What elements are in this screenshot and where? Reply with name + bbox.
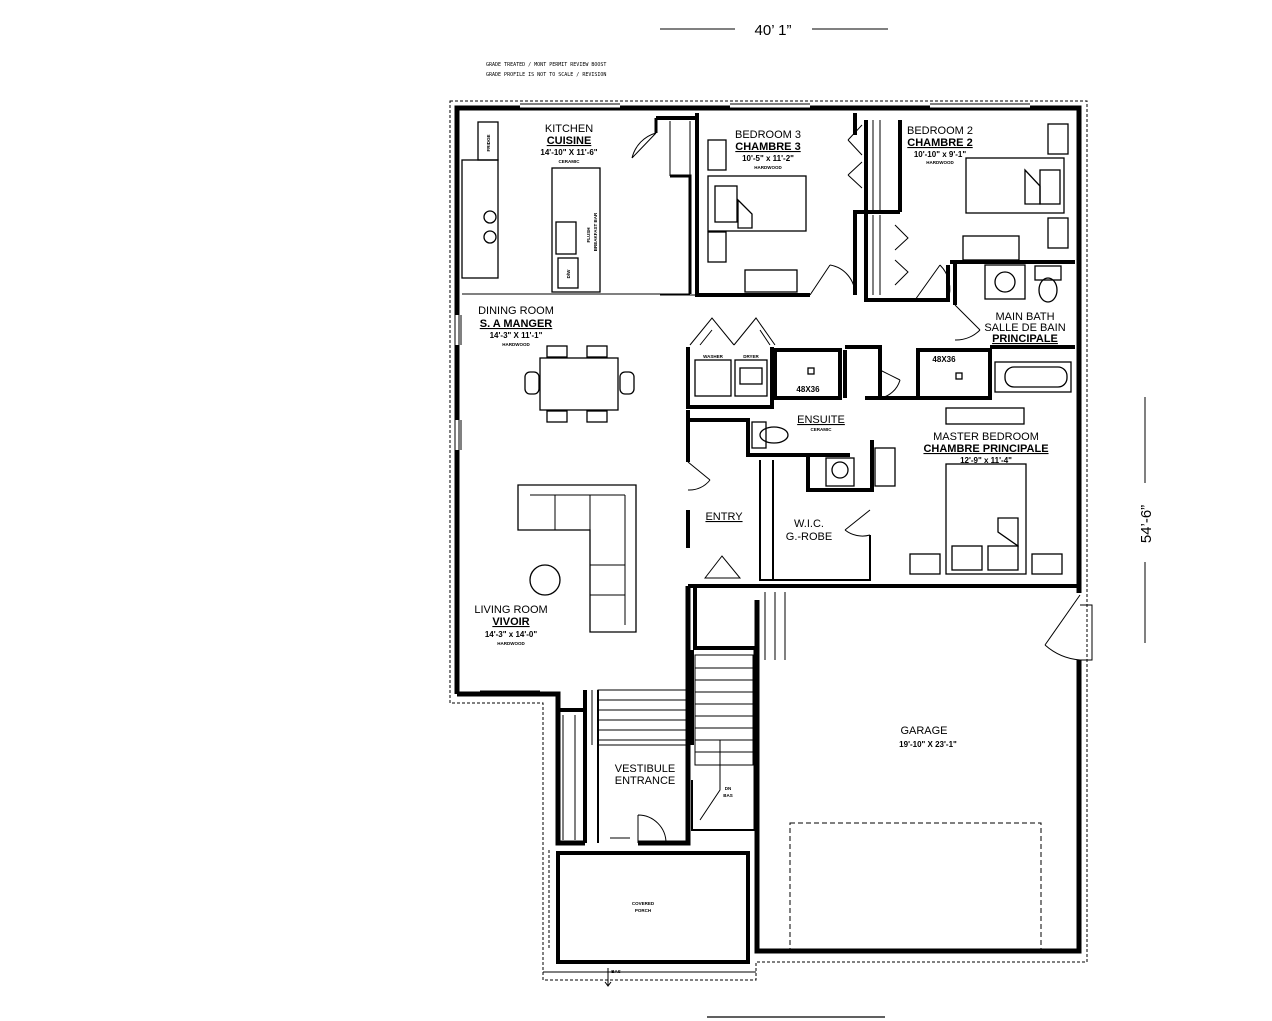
width-dimension-label: 40’ 1” — [755, 22, 792, 39]
stairs-down-label: DN — [725, 786, 732, 791]
porch-bas-label: BAS — [611, 969, 621, 974]
main-bath-fixtures — [984, 264, 1072, 393]
vestibule-name-fr: ENTRANCE — [615, 775, 676, 787]
bedroom2-name-fr: CHAMBRE 2 — [907, 137, 972, 149]
depth-dimension-label: 54’-6” — [1138, 505, 1155, 543]
depth-dimension: 54’-6” — [1138, 397, 1155, 643]
main-bath-name-fr2: PRINCIPALE — [992, 333, 1058, 345]
bedroom3-size: 10'-5" x 11'-2" — [742, 154, 794, 163]
main-bath-name: MAIN BATH — [995, 311, 1054, 323]
dining-name-fr: S. A MANGER — [480, 318, 553, 330]
laundry-fixtures: WASHER DRYER 48X36 48X36 — [694, 354, 963, 487]
ensuite-floor: CERAMIC — [811, 427, 833, 432]
vestibule-name: VESTIBULE — [615, 763, 676, 775]
dining-size: 14'-3" X 11'-1" — [490, 331, 543, 340]
interior-walls — [558, 113, 1079, 843]
width-dimension: 40’ 1” — [660, 22, 888, 39]
stairs: DN BAS — [591, 654, 754, 821]
shower2-size: 48X36 — [932, 355, 956, 364]
breakfast-bar-label: BREAKFAST BAR — [593, 212, 598, 251]
main-bath-name-fr: SALLE DE BAIN — [984, 322, 1065, 334]
fridge-label: FRIDGE — [486, 134, 491, 151]
main-bath-floor: CERAMIC — [1015, 345, 1037, 350]
room-labels: KITCHEN CUISINE 14'-10" X 11'-6" CERAMIC… — [474, 123, 1065, 913]
bedroom3-name: BEDROOM 3 — [735, 129, 801, 141]
wic-name: W.I.C. — [794, 518, 824, 530]
garage-name: GARAGE — [900, 725, 947, 737]
living-name-fr: VIVOIR — [492, 616, 529, 628]
garage-size: 19'-10" X 23'-1" — [899, 740, 957, 749]
bedroom2-floor: HARDWOOD — [926, 160, 954, 165]
porch-name2: PORCH — [635, 908, 651, 913]
doors — [631, 120, 1093, 844]
kitchen-size: 14'-10" X 11'-6" — [540, 148, 597, 157]
porch-name: COVERED — [632, 901, 655, 906]
kitchen-fixtures: FRIDGE D/W FLUSH BREAKFAST BAR — [461, 121, 601, 293]
shower1-size: 48X36 — [796, 385, 820, 394]
bedroom2-name: BEDROOM 2 — [907, 125, 973, 137]
bedroom3-furniture — [707, 139, 807, 293]
plan-note-2: GRADE PROFILE IS NOT TO SCALE / REVISION — [486, 72, 606, 78]
kitchen-name: KITCHEN — [545, 123, 593, 135]
bedroom3-floor: HARDWOOD — [754, 165, 782, 170]
kitchen-name-fr: CUISINE — [547, 135, 592, 147]
bedroom2-size: 10'-10" x 9'-1" — [914, 150, 967, 159]
dishwasher-label: D/W — [566, 269, 571, 279]
exterior-walls — [454, 105, 1082, 954]
bedroom2-furniture — [962, 123, 1069, 261]
dining-name: DINING ROOM — [478, 305, 554, 317]
garage-door — [789, 822, 1042, 950]
living-floor: HARDWOOD — [497, 641, 525, 646]
living-name: LIVING ROOM — [474, 604, 547, 616]
washer-label: WASHER — [703, 354, 724, 359]
kitchen-floor: CERAMIC — [559, 159, 581, 164]
living-size: 14'-3" x 14'-0" — [485, 630, 538, 639]
wic-name-fr: G.-ROBE — [786, 531, 832, 543]
master-name-fr: CHAMBRE PRINCIPALE — [923, 443, 1048, 455]
covered-porch: BAS — [543, 850, 756, 987]
dining-floor: HARDWOOD — [502, 342, 530, 347]
windows — [454, 103, 1082, 692]
master-name: MASTER BEDROOM — [933, 431, 1039, 443]
living-sofa — [517, 484, 637, 633]
bedroom3-name-fr: CHAMBRE 3 — [735, 141, 800, 153]
stairs-down-fr-label: BAS — [723, 793, 733, 798]
dryer-label: DRYER — [743, 354, 759, 359]
master-furniture — [909, 407, 1063, 575]
ensuite-name: ENSUITE — [797, 414, 845, 426]
entry-name: ENTRY — [705, 511, 743, 523]
master-size: 12'-9" x 11'-4" — [960, 456, 1012, 465]
plan-note-1: GRADE TREATED / MONT PERMIT REVIEW BOOST — [486, 62, 606, 68]
dining-table — [524, 345, 635, 423]
flush-label: FLUSH — [586, 228, 591, 243]
